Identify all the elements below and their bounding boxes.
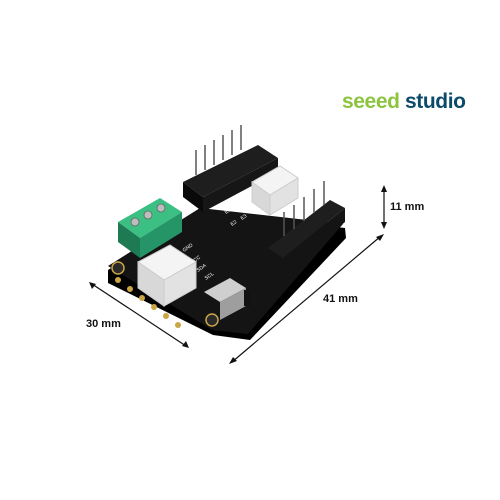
label-e1: E1 bbox=[234, 201, 243, 210]
dimension-arrows bbox=[89, 185, 387, 364]
seeed-studio-logo: seeed studio bbox=[342, 90, 466, 114]
female-header-right bbox=[268, 181, 345, 274]
height-dimension-label: 11 mm bbox=[390, 201, 425, 213]
label-gnd: GND bbox=[182, 242, 195, 254]
length-dimension-line bbox=[231, 235, 382, 363]
silkscreen-labels: GND VCC SDA SCL E0 E1 E2 E3 bbox=[182, 201, 249, 282]
female-header-top bbox=[183, 125, 278, 212]
label-e3: E3 bbox=[240, 213, 249, 222]
label-e2: E2 bbox=[230, 219, 239, 228]
grove-connector-bottom bbox=[137, 244, 197, 307]
logo-studio-text: studio bbox=[404, 90, 466, 113]
width-dimension-line bbox=[91, 283, 187, 347]
width-dimension-label: 30 mm bbox=[86, 318, 121, 330]
label-scl: SCL bbox=[204, 271, 216, 282]
terminal-block bbox=[118, 198, 182, 258]
length-dimension-label: 41 mm bbox=[323, 293, 358, 305]
dimension-lines bbox=[91, 188, 385, 363]
slide-switch bbox=[204, 278, 250, 320]
label-e0: E0 bbox=[224, 207, 233, 216]
label-vcc: VCC bbox=[190, 254, 202, 265]
logo-seeed-text: seeed bbox=[342, 90, 400, 113]
grove-connector-top bbox=[251, 165, 299, 216]
label-sda: SDA bbox=[196, 262, 208, 273]
